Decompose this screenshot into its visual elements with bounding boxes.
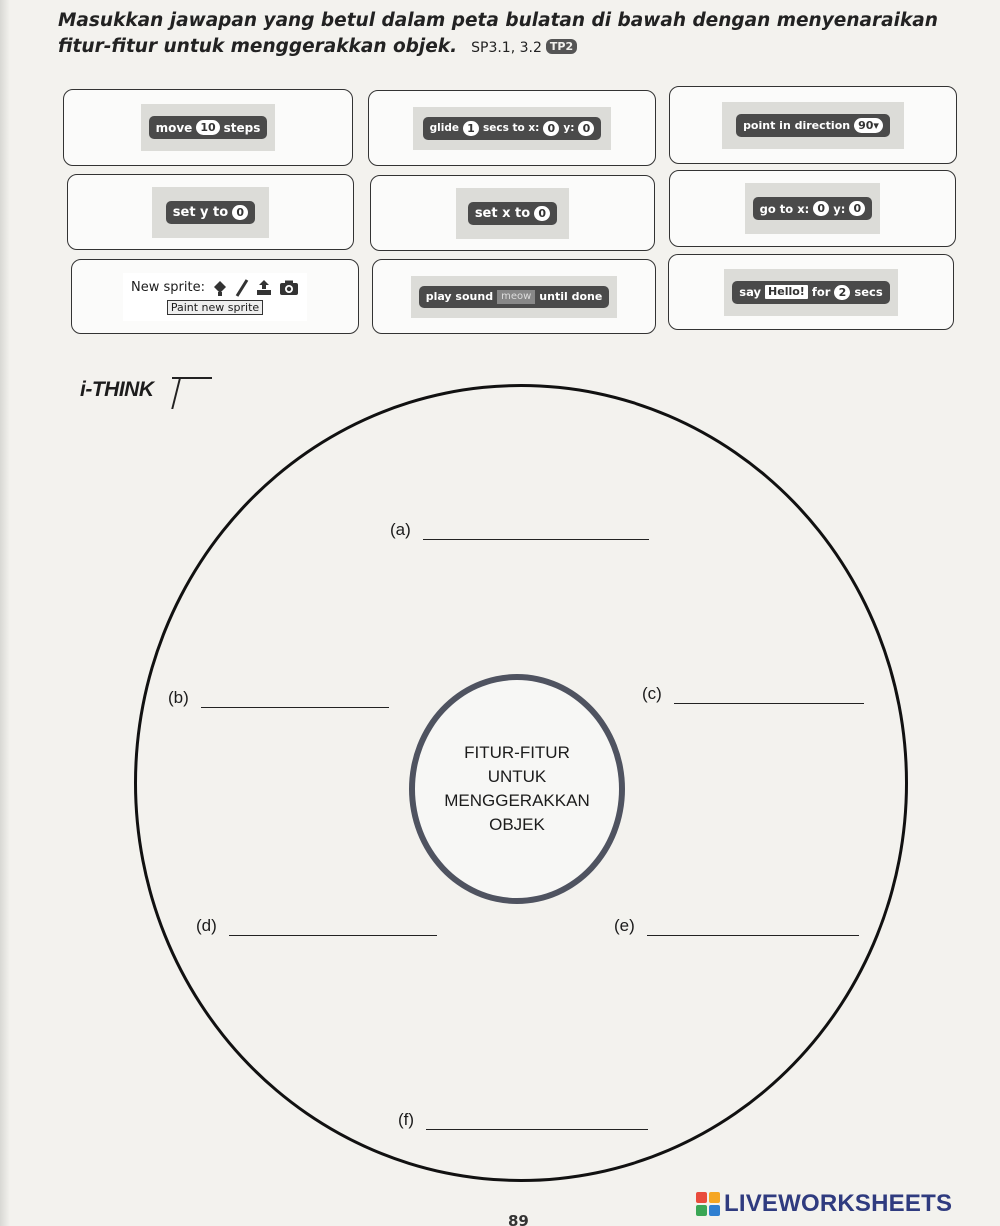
block-word: until done [539, 290, 603, 303]
circle-map-center: FITUR-FITUR UNTUK MENGGERAKKAN OBJEK [409, 674, 625, 904]
block-value: 1 [462, 120, 479, 136]
block-value: 0 [578, 120, 595, 136]
answer-a-label: (a) [390, 520, 411, 539]
card-point-direction[interactable]: point in direction 90▾ [669, 86, 957, 164]
logo-grid-icon [696, 1192, 720, 1216]
block-value: 10 [196, 120, 220, 135]
answer-b: (b) [168, 686, 389, 708]
move-steps-block: move 10 steps [148, 116, 268, 139]
instruction-text: Masukkan jawapan yang betul dalam peta b… [58, 8, 978, 61]
camera-icon [279, 280, 298, 295]
block-value: 0 [534, 205, 551, 221]
tp-badge: TP2 [545, 39, 578, 54]
ithink-heading: i-THINK [80, 378, 154, 401]
answer-d-input[interactable] [228, 914, 437, 936]
logo-square [709, 1205, 720, 1216]
go-to-block: go to x: 0 y: 0 [752, 197, 873, 220]
block-value: 2 [834, 284, 851, 300]
answer-a: (a) [390, 518, 649, 540]
block-value: 90▾ [854, 117, 883, 133]
block-word: steps [223, 120, 261, 135]
answer-c-input[interactable] [673, 682, 864, 704]
paint-sprite-tooltip: Paint new sprite [166, 299, 264, 315]
answer-b-label: (b) [168, 688, 189, 707]
answer-f-input[interactable] [426, 1108, 649, 1130]
block-word: go to x: [759, 201, 810, 216]
card-set-y[interactable]: set y to 0 [67, 174, 354, 250]
logo-text: LIVEWORKSHEETS [724, 1190, 953, 1217]
card-glide[interactable]: glide 1 secs to x: 0 y: 0 [368, 90, 656, 166]
sprite-panel: New sprite: Paint new sprite [123, 272, 307, 321]
answer-e: (e) [614, 914, 859, 936]
card-new-sprite[interactable]: New sprite: Paint new sprite [71, 259, 359, 334]
logo-square [696, 1192, 707, 1203]
set-x-block: set x to 0 [467, 201, 558, 225]
block-word: y: [563, 122, 575, 134]
block-value: 0 [849, 201, 866, 216]
instruction-body: Masukkan jawapan yang betul dalam peta b… [58, 10, 938, 57]
block-value: meow [497, 289, 536, 304]
say-block: say Hello! for 2 secs [732, 280, 890, 304]
circle-map-outer [134, 384, 908, 1182]
ithink-bar [172, 377, 212, 409]
answer-d: (d) [196, 914, 437, 936]
center-topic: FITUR-FITUR UNTUK MENGGERAKKAN OBJEK [444, 743, 590, 834]
page-binding-edge [0, 0, 10, 1226]
paint-brush-icon [235, 278, 249, 297]
answer-d-label: (d) [196, 916, 217, 935]
block-word: point in direction [743, 118, 851, 132]
liveworksheets-logo[interactable]: LIVEWORKSHEETS [696, 1190, 952, 1218]
logo-square [709, 1192, 720, 1203]
card-set-x[interactable]: set x to 0 [370, 175, 655, 251]
card-play-sound[interactable]: play sound meow until done [372, 259, 656, 334]
answer-c-label: (c) [642, 684, 662, 703]
block-word: secs to x: [482, 122, 540, 134]
play-sound-block: play sound meow until done [418, 285, 610, 308]
set-y-block: set y to 0 [165, 200, 256, 224]
answer-f: (f) [398, 1108, 649, 1130]
block-word: play sound [425, 290, 494, 303]
block-value: 0 [813, 201, 830, 216]
upload-icon [256, 279, 271, 295]
answer-a-input[interactable] [422, 518, 649, 540]
standard-codes: SP3.1, 3.2 [471, 40, 542, 56]
answer-b-input[interactable] [200, 686, 389, 708]
new-sprite-label: New sprite: [131, 280, 205, 295]
block-word: set x to [474, 205, 531, 221]
block-word: glide [429, 122, 459, 134]
block-value: 0 [232, 204, 249, 220]
choose-sprite-icon [213, 280, 226, 296]
answer-e-input[interactable] [646, 914, 859, 936]
block-word: set y to [172, 204, 229, 220]
glide-block: glide 1 secs to x: 0 y: 0 [422, 116, 602, 140]
block-word: say [739, 285, 762, 299]
card-go-to[interactable]: go to x: 0 y: 0 [669, 170, 956, 247]
block-word: y: [833, 201, 846, 216]
block-word: move [155, 120, 193, 135]
block-word: secs [854, 285, 883, 299]
answer-e-label: (e) [614, 916, 635, 935]
block-value: 0 [543, 120, 560, 136]
card-say[interactable]: say Hello! for 2 secs [668, 254, 954, 330]
block-value: Hello! [765, 285, 808, 299]
answer-c: (c) [642, 682, 864, 704]
logo-square [696, 1205, 707, 1216]
card-move-steps[interactable]: move 10 steps [63, 89, 353, 166]
answer-f-label: (f) [398, 1110, 415, 1129]
block-word: for [811, 285, 831, 299]
page-number: 89 [508, 1212, 529, 1226]
point-direction-block: point in direction 90▾ [736, 113, 890, 137]
